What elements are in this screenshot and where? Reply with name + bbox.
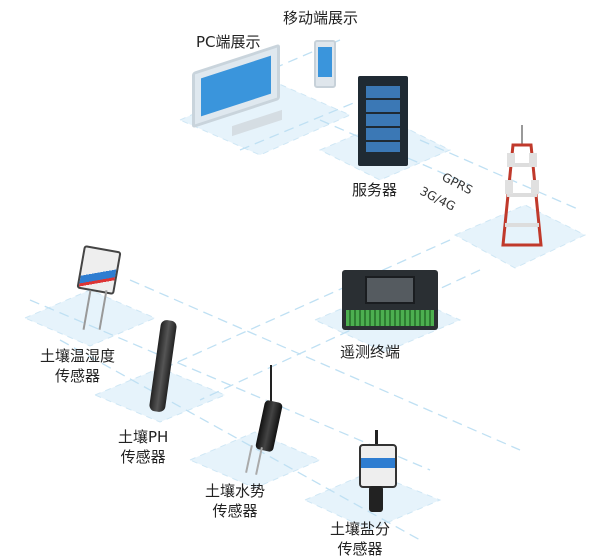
- sensor-salinity-label: 土壤盐分传感器: [330, 519, 390, 558]
- temp-humidity-sensor-icon: [76, 245, 122, 330]
- label-line1: 土壤PH: [118, 428, 169, 446]
- telemetry-terminal-icon: [342, 270, 438, 330]
- server-label: 服务器: [352, 181, 398, 199]
- label-line2: 传感器: [55, 367, 101, 385]
- label-line2: 传感器: [212, 502, 258, 520]
- platform-tower: [453, 204, 587, 269]
- sensor-ph-label: 土壤PH 传感器: [118, 427, 168, 467]
- server-rack-icon: [358, 76, 408, 166]
- label-line1: 土壤温湿度: [40, 347, 116, 365]
- pc-monitor-icon: [192, 43, 282, 137]
- label-line2: 传感器: [337, 540, 383, 558]
- platform-sensor1: [23, 289, 157, 347]
- pc-label: PC端展示: [196, 33, 261, 51]
- cell-tower-icon: [501, 125, 543, 247]
- sensor-water-potential-label: 土壤水势传感器: [205, 481, 265, 521]
- mobile-phone-icon: [314, 40, 336, 88]
- label-line1: 土壤水势: [205, 482, 266, 500]
- mobile-label: 移动端展示: [283, 9, 359, 27]
- label-line2: 传感器: [120, 448, 166, 466]
- platform-sensor3: [188, 431, 322, 489]
- terminal-label: 遥测终端: [340, 343, 401, 361]
- sensor-temp-humidity-label: 土壤温湿度传感器: [40, 346, 115, 386]
- label-line1: 土壤盐分: [330, 520, 391, 538]
